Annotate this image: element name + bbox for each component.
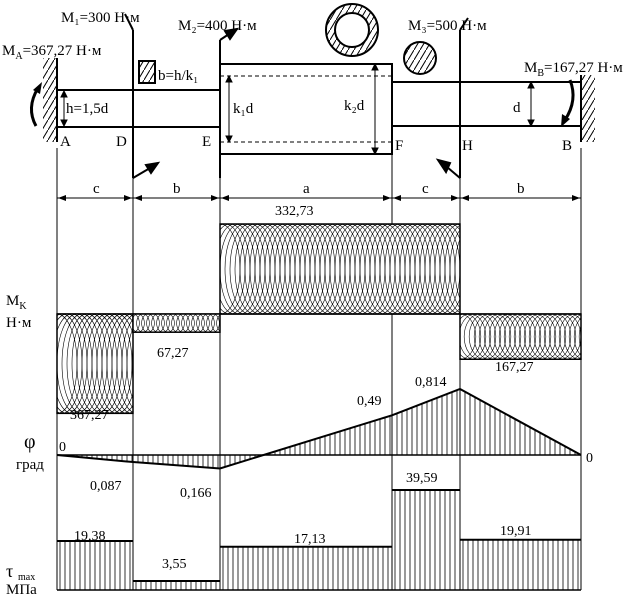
left-wall (43, 58, 58, 142)
segment-arrows (58, 195, 580, 201)
segment-arrow-end (572, 195, 580, 201)
stress-value-label: 19,91 (500, 524, 532, 539)
segment-label-a: a (303, 181, 310, 197)
label-k1d: k₁d (233, 101, 254, 117)
stress-axis-label: τ max МПа (6, 561, 37, 598)
label-m2: M₂=400 Н·м (178, 18, 257, 34)
stress-value-label: 19,38 (74, 529, 106, 544)
torque-hatch (460, 314, 581, 360)
angle-axis-label: φ град (16, 431, 44, 473)
point-f: F (395, 138, 403, 154)
angle-value-label: 0,087 (90, 479, 122, 494)
stress-diagram: 19,38 3,55 17,13 39,59 19,91 (57, 471, 581, 590)
segment-arrow-start (461, 195, 469, 201)
stress-value-label: 17,13 (294, 532, 326, 547)
segment-arrow-end (383, 195, 391, 201)
solid-circle-section-icon (403, 41, 437, 75)
svg-text:max: max (18, 572, 35, 583)
angle-curve (56, 387, 582, 470)
label-d: d (513, 100, 521, 116)
torque-diagram: 367,27 67,27 332,73 167,27 (56, 204, 582, 423)
label-k2d: k₂d (344, 98, 365, 114)
segment-label-b2: b (517, 181, 525, 197)
angle-diagram: 0 0,087 0,166 0,49 0,814 0 (56, 375, 593, 501)
right-wall (580, 75, 595, 142)
svg-text:φ: φ (24, 431, 36, 453)
angle-value-label: 0 (59, 440, 66, 455)
shaft-section-fb (391, 81, 582, 127)
stress-unit: МПа (6, 582, 37, 598)
torque-value-label: 332,73 (275, 204, 314, 219)
torque-hatch (220, 224, 460, 314)
torque-axis-label: MK Н·м (6, 293, 32, 331)
label-h: h=1,5d (66, 101, 109, 117)
moment-mb-arrow (561, 79, 575, 127)
torque-value-label: 367,27 (70, 408, 109, 423)
angle-value-label: 0,166 (180, 486, 212, 501)
point-a: A (60, 134, 71, 150)
point-b: B (562, 138, 572, 154)
torque-hatch (57, 314, 133, 414)
segment-label-c2: c (422, 181, 429, 197)
torque-unit: Н·м (6, 315, 32, 331)
segment-arrow-end (124, 195, 132, 201)
svg-text:τ: τ (6, 561, 13, 581)
rect-section-icon (138, 60, 156, 84)
label-ma: MA=367,27 Н·м (2, 43, 102, 62)
torque-bar (459, 313, 582, 360)
angle-value-label: 0,49 (357, 394, 382, 409)
hollow-circle-section-icon (325, 3, 379, 57)
label-m1: M₁=300 Н·м (61, 10, 140, 26)
torque-value-label: 167,27 (495, 360, 534, 375)
stress-value-label: 39,59 (406, 471, 438, 486)
svg-text:MK: MK (6, 293, 27, 312)
angle-unit: град (16, 457, 44, 473)
moment-m1-arrow (124, 13, 161, 179)
segment-arrow-end (451, 195, 459, 201)
segment-label-b1: b (173, 181, 181, 197)
shaft (56, 63, 582, 155)
stress-value-label: 3,55 (162, 557, 187, 572)
segment-label-c1: c (93, 181, 100, 197)
moment-m3-arrow (435, 17, 469, 179)
point-h: H (462, 138, 473, 154)
segment-arrow-start (58, 195, 66, 201)
label-b-eq: b=h/k₁ (158, 68, 198, 84)
point-d: D (116, 134, 127, 150)
label-mb: MB=167,27 Н·м (524, 60, 623, 79)
segment-arrow-end (211, 195, 219, 201)
torque-hatch (133, 314, 220, 333)
torque-value-label: 67,27 (157, 346, 189, 361)
label-m3: M₃=500 Н·м (408, 18, 487, 34)
segment-arrow-start (221, 195, 229, 201)
angle-value-label: 0,814 (415, 375, 447, 390)
shaft-dimension-lines (60, 62, 535, 156)
segment-arrow-start (393, 195, 401, 201)
moment-ma-arrow (30, 82, 42, 127)
angle-value-label: 0 (586, 451, 593, 466)
segment-arrow-start (134, 195, 142, 201)
point-e: E (202, 134, 211, 150)
